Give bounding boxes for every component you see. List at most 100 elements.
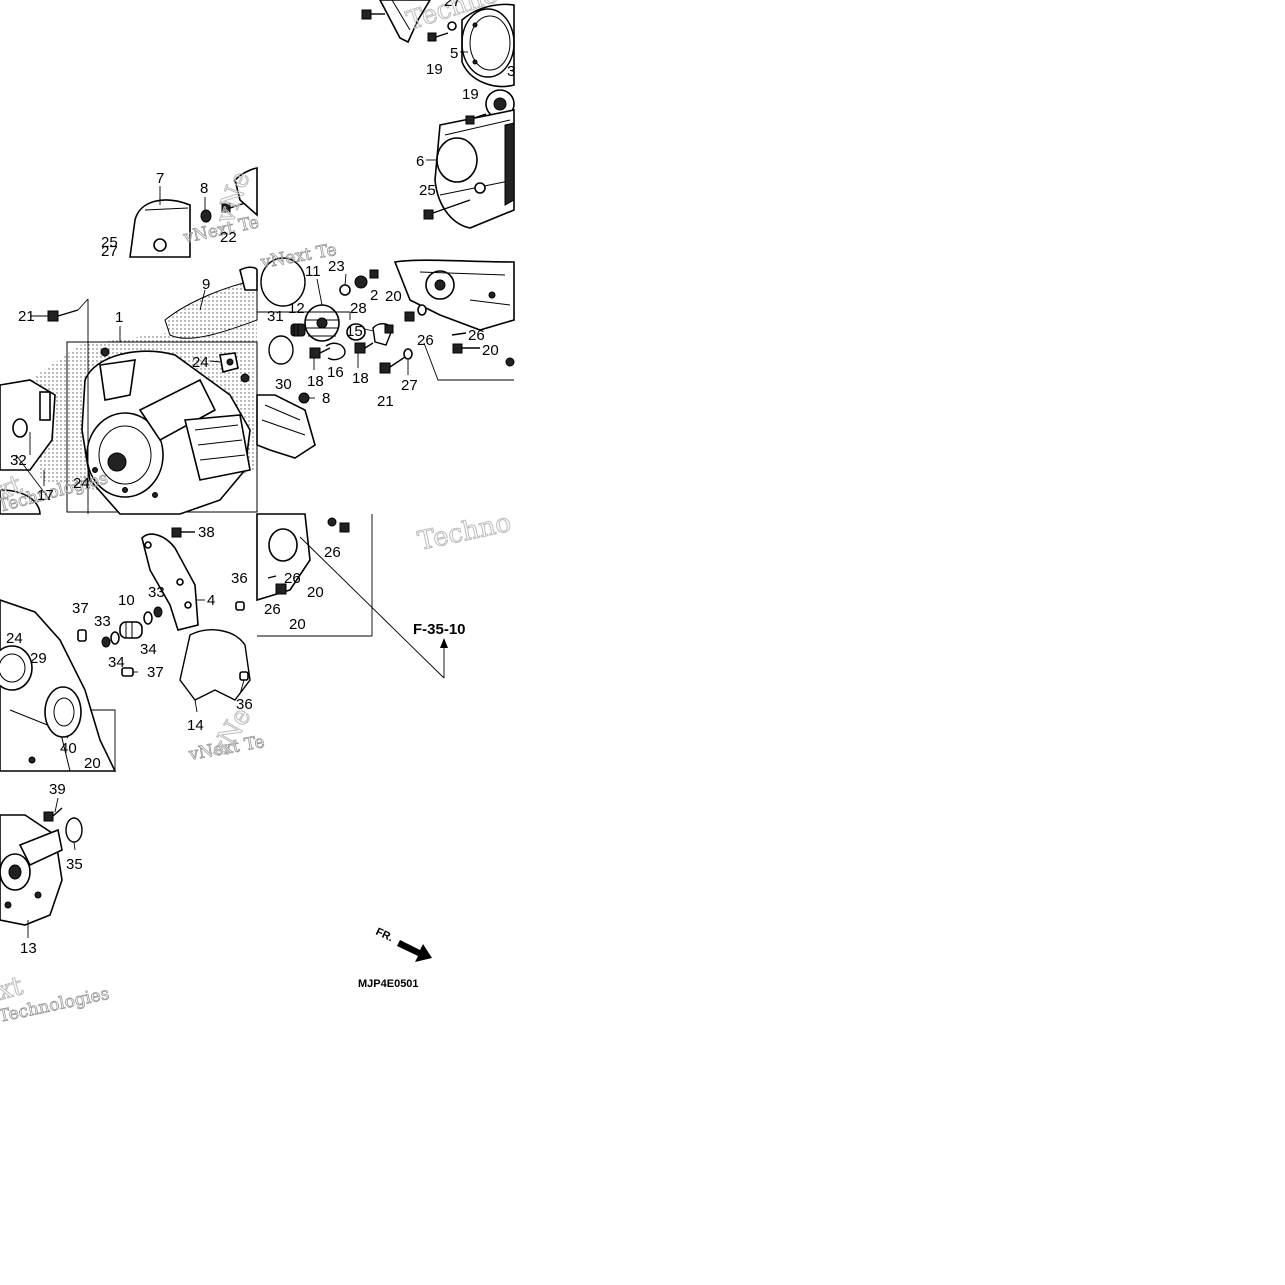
label-33: 33 xyxy=(148,584,165,601)
tile-bottom-left: vNext Te vNe xyxy=(0,527,267,772)
label-25: 25 xyxy=(101,234,118,251)
label-8: 8 xyxy=(322,390,330,407)
label-4: 4 xyxy=(207,592,215,609)
bolt-top xyxy=(361,9,385,20)
washer-26a xyxy=(417,304,427,316)
label-9: 9 xyxy=(202,276,210,293)
label-38: 38 xyxy=(198,524,215,541)
front-label: FR. xyxy=(374,926,395,944)
label-12: 12 xyxy=(288,300,305,317)
bolt-20a xyxy=(404,311,415,322)
label-40: 40 xyxy=(60,740,77,757)
diagram-code: MJP4E0501 xyxy=(358,978,419,990)
washer-27a xyxy=(447,21,457,31)
cover-7 xyxy=(129,199,191,258)
seal-34a xyxy=(110,631,120,645)
label-24: 24 xyxy=(192,354,209,371)
cover-lower xyxy=(256,394,316,459)
bolt-22 xyxy=(221,202,246,213)
washer-8b xyxy=(298,392,310,404)
label-24: 24 xyxy=(6,630,23,647)
label-26: 26 xyxy=(417,332,434,349)
label-23: 23 xyxy=(328,258,345,275)
label-26: 26 xyxy=(264,601,281,618)
bolt-19b xyxy=(465,113,487,125)
label-19: 19 xyxy=(426,61,443,78)
tile-center: vNext Te xyxy=(239,240,515,459)
washer-8a xyxy=(200,209,212,223)
label-24: 24 xyxy=(73,475,90,492)
seal-34b xyxy=(143,611,153,625)
label-36: 36 xyxy=(231,570,248,587)
label-6: 6 xyxy=(416,153,424,170)
plate-4 xyxy=(141,533,199,631)
label-7: 7 xyxy=(156,170,164,187)
label-28: 28 xyxy=(350,300,367,317)
tile-mid-left: xt Technologies xyxy=(0,279,258,517)
label-22: 22 xyxy=(220,229,237,246)
label-27: 27 xyxy=(444,0,461,10)
bolt-19a xyxy=(427,32,449,42)
label-37: 37 xyxy=(72,600,89,617)
cover-fragment-top xyxy=(234,167,258,217)
front-arrow-icon xyxy=(397,940,432,962)
tile-top-left: vNext Te vNe xyxy=(129,167,261,258)
tile-bottom: xt Technologies xyxy=(0,807,111,1027)
label-26: 26 xyxy=(468,327,485,344)
bolt-24a xyxy=(219,352,239,373)
bearing-40 xyxy=(44,686,82,738)
tile-center-bottom: Techno xyxy=(256,507,514,679)
label-17: 17 xyxy=(37,487,54,504)
label-18: 18 xyxy=(307,373,324,390)
label-19: 19 xyxy=(462,86,479,103)
label-31: 31 xyxy=(267,308,284,325)
label-16: 16 xyxy=(327,364,344,381)
label-37: 37 xyxy=(147,664,164,681)
cover-left xyxy=(0,599,117,772)
cover-5 xyxy=(461,3,515,88)
dowel xyxy=(240,373,250,383)
bracket-upper xyxy=(379,0,431,44)
label-26: 26 xyxy=(324,544,341,561)
bolt-20b xyxy=(452,343,480,354)
part-23 xyxy=(339,284,351,296)
label-35: 35 xyxy=(66,856,83,873)
washer-27c xyxy=(403,348,413,360)
cover-1 xyxy=(81,347,251,515)
label-20: 20 xyxy=(307,584,324,601)
label-20: 20 xyxy=(482,342,499,359)
label-20: 20 xyxy=(84,755,101,772)
bolt-39 xyxy=(43,807,63,822)
seal-33a xyxy=(153,606,163,618)
callout-labels: 27 5 19 3 19 6 25 7 8 22 25 27 9 21 1 24… xyxy=(6,0,515,990)
bolt-20c xyxy=(267,575,287,595)
shaft-10 xyxy=(119,621,143,639)
label-18: 18 xyxy=(352,370,369,387)
label-20: 20 xyxy=(385,288,402,305)
dowel-36a xyxy=(235,601,245,611)
label-27: 27 xyxy=(401,377,418,394)
label-27: 27 xyxy=(101,243,118,260)
o-ring-35 xyxy=(65,817,83,843)
label-21: 21 xyxy=(377,393,394,410)
label-11: 11 xyxy=(305,263,321,280)
label-5: 5 xyxy=(450,45,458,62)
water-pump-13 xyxy=(0,814,63,926)
svg-text:vNext Te: vNext Te xyxy=(258,240,338,273)
pin-26b xyxy=(451,332,467,336)
cover-fragment xyxy=(0,489,41,515)
label-25: 25 xyxy=(419,182,436,199)
label-13: 13 xyxy=(20,940,37,957)
dowel-37a xyxy=(77,629,87,642)
label-39: 39 xyxy=(49,781,66,798)
bolt-38 xyxy=(171,527,195,538)
gasket-14 xyxy=(179,629,251,701)
label-33: 33 xyxy=(94,613,111,630)
leader-lines xyxy=(27,51,468,938)
label-1: 1 xyxy=(115,309,123,326)
reference-label: F-35-10 xyxy=(413,621,466,638)
seal-33b xyxy=(101,636,111,648)
label-34: 34 xyxy=(108,654,125,671)
label-21: 21 xyxy=(18,308,35,325)
